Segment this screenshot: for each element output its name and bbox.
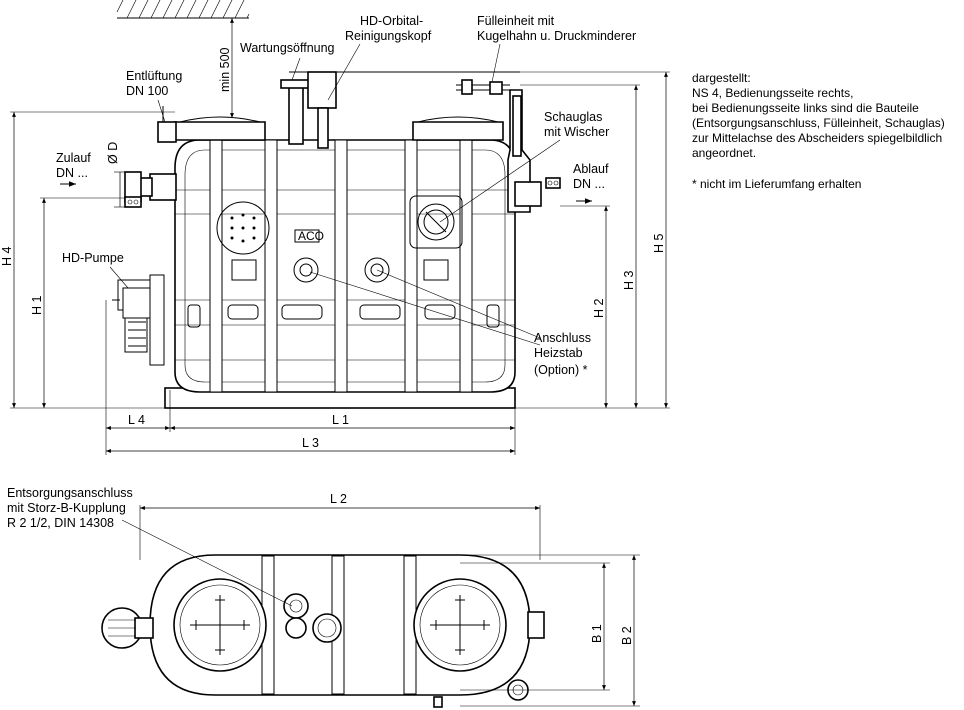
note-line-1: dargestellt: — [692, 71, 751, 85]
dim-l3: L 3 — [302, 436, 319, 450]
label-orbital-1: HD-Orbital- — [360, 14, 423, 28]
label-hd-pumpe: HD-Pumpe — [62, 251, 124, 265]
aco-logo: ACO — [298, 229, 324, 243]
min500-label: min 500 — [218, 47, 232, 92]
side-view: ACO — [112, 71, 561, 409]
dim-l2: L 2 — [330, 492, 347, 506]
label-ablauf-1: Ablauf — [573, 162, 609, 176]
label-schauglas-1: Schauglas — [544, 110, 602, 124]
label-orbital-2: Reinigungskopf — [345, 29, 432, 43]
dim-h2: H 2 — [592, 299, 606, 319]
label-heiz-2: Heizstab — [534, 346, 583, 360]
note-footnote: * nicht im Lieferumfang erhalten — [692, 177, 861, 191]
label-zulauf-1: Zulauf — [56, 151, 91, 165]
note-line-6: angeordnet. — [692, 146, 756, 160]
label-entlueftung-1: Entlüftung — [126, 69, 182, 83]
label-fuelleinheit-2: Kugelhahn u. Druckminderer — [477, 29, 636, 43]
dim-b1: B 1 — [590, 624, 604, 643]
label-entsorgung-3: R 2 1/2, DIN 14308 — [7, 516, 114, 530]
top-view — [101, 554, 545, 708]
top-view-annotations: Entsorgungsanschluss mit Storz-B-Kupplun… — [7, 486, 640, 707]
label-entsorgung-1: Entsorgungsanschluss — [7, 486, 133, 500]
min500-dimension: min 500 — [218, 18, 234, 118]
note-line-2: NS 4, Bedienungsseite rechts, — [692, 86, 853, 100]
label-schauglas-2: mit Wischer — [544, 125, 609, 139]
dim-b2: B 2 — [620, 626, 634, 645]
side-view-annotations: Wartungsöffnung HD-Orbital- Reinigungsko… — [56, 14, 636, 377]
label-heiz-3: (Option) * — [534, 363, 588, 377]
dim-h5: H 5 — [652, 234, 666, 254]
label-ablauf-2: DN ... — [573, 177, 605, 191]
ceiling-hatch — [116, 0, 250, 19]
dim-l4: L 4 — [128, 413, 145, 427]
note-line-3: bei Bedienungsseite links sind die Baute… — [692, 101, 919, 115]
dim-h4: H 4 — [0, 247, 14, 267]
label-od: Ø D — [106, 142, 120, 164]
note-line-5: zur Mittelachse des Abscheiders spiegelb… — [692, 131, 942, 145]
note-line-4: (Entsorgungsanschluss, Fülleinheit, Scha… — [692, 116, 945, 130]
label-wartungsoeffnung: Wartungsöffnung — [240, 41, 335, 55]
notes-block: dargestellt: NS 4, Bedienungsseite recht… — [692, 71, 945, 191]
dim-l1: L 1 — [332, 413, 349, 427]
side-view-dimensions: H 4 H 1 H 2 H 3 H 5 L 4 L 1 L 3 — [0, 71, 670, 455]
dim-h3: H 3 — [622, 271, 636, 291]
label-zulauf-2: DN ... — [56, 166, 88, 180]
label-entlueftung-2: DN 100 — [126, 84, 168, 98]
dim-h1: H 1 — [30, 296, 44, 316]
label-heiz-1: Anschluss — [534, 331, 591, 345]
label-fuelleinheit-1: Fülleinheit mit — [477, 14, 555, 28]
label-entsorgung-2: mit Storz-B-Kupplung — [7, 501, 126, 515]
